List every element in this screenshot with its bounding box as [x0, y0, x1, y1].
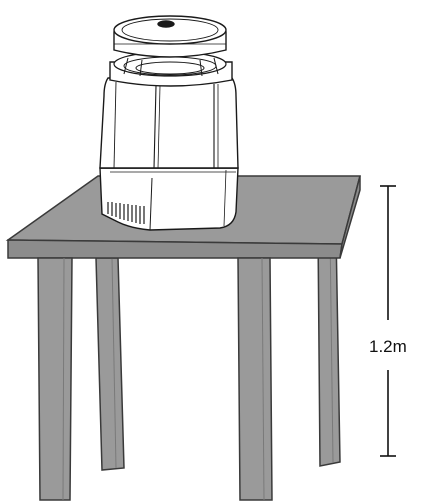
- table-leg-back-left: [95, 257, 125, 471]
- height-label: 1.2m: [369, 337, 407, 356]
- tabletop-front-edge: [7, 239, 343, 259]
- height-dimension: [380, 185, 396, 457]
- device-vent-grille: [107, 202, 145, 224]
- device: [99, 15, 239, 231]
- table: [5, 175, 361, 501]
- device-base: [99, 167, 239, 231]
- table-leg-front-left: [37, 257, 73, 501]
- table-leg-back-right: [317, 231, 341, 467]
- device-body: [99, 77, 239, 169]
- table-leg-front-right: [237, 257, 273, 501]
- device-lid-hole: [157, 20, 175, 28]
- tabletop-side-edge: [339, 175, 361, 259]
